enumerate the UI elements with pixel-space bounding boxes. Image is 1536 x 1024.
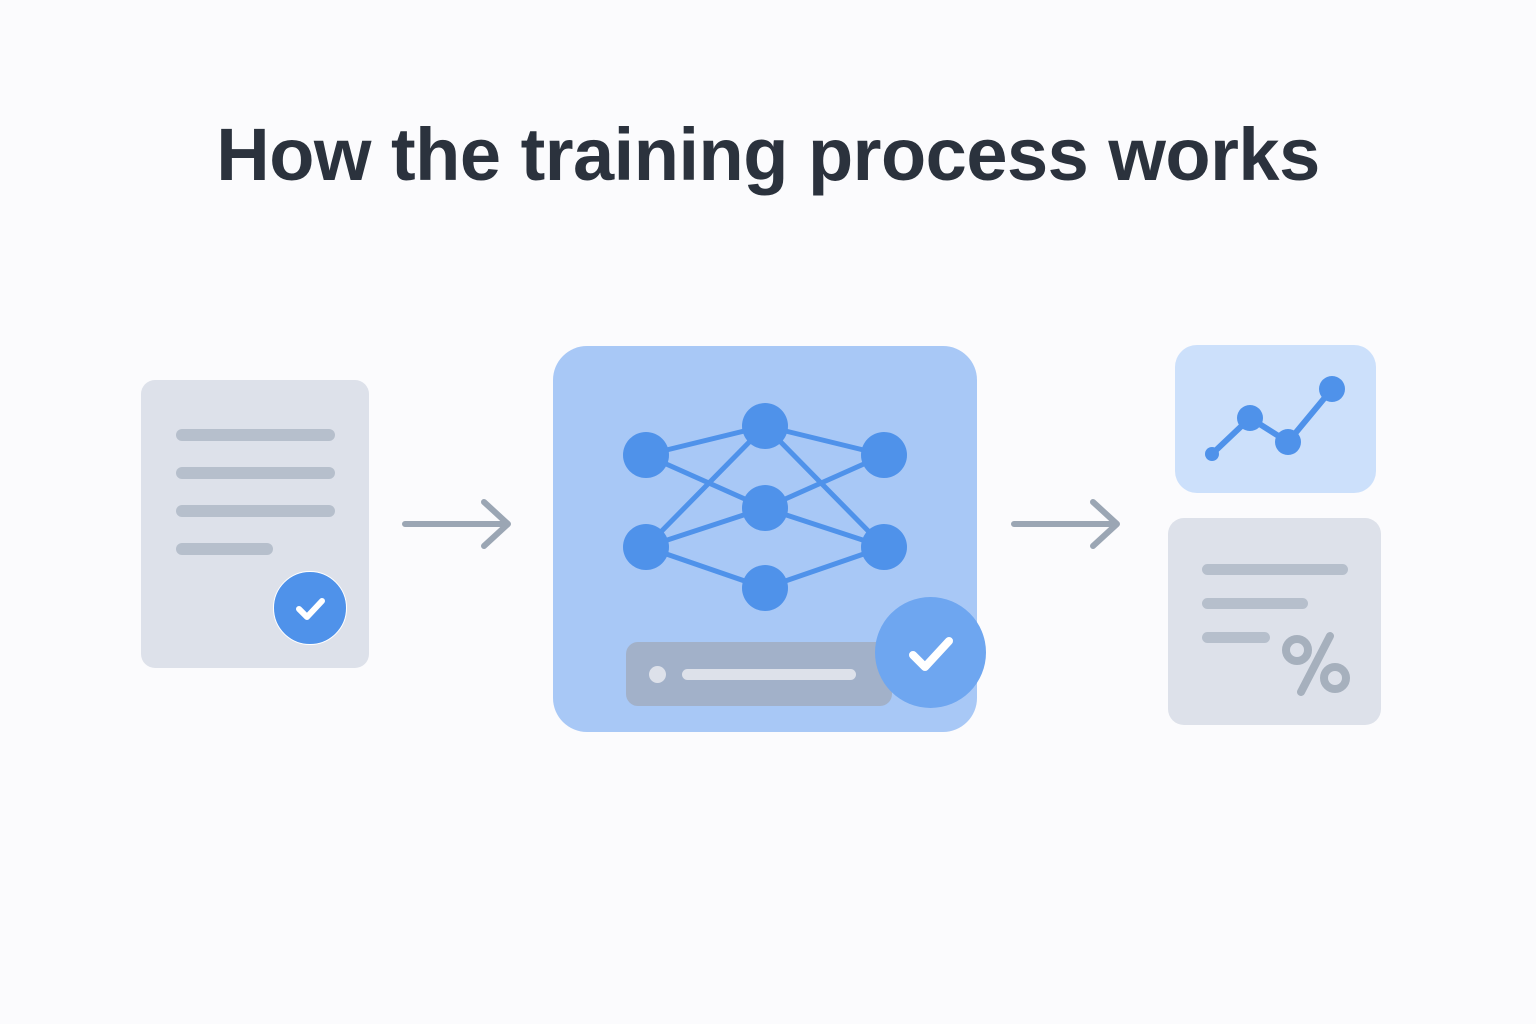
page-title: How the training process works: [216, 113, 1320, 196]
arrow-right-icon: [400, 496, 516, 557]
progress-bar-icon: [626, 642, 892, 706]
line-chart-icon: [1205, 376, 1345, 461]
text-line: [1202, 564, 1348, 575]
text-line: [176, 543, 273, 555]
line-chart-card: [1175, 345, 1376, 493]
arrow-right-icon: [1009, 496, 1125, 557]
check-circle-icon: [273, 571, 347, 645]
input-document-card: [141, 380, 369, 668]
text-line: [1202, 632, 1270, 643]
report-card: [1168, 518, 1381, 725]
text-line: [176, 467, 335, 479]
text-line: [1202, 598, 1308, 609]
text-line: [176, 505, 335, 517]
progress-track: [682, 669, 856, 680]
percent-icon: [1282, 632, 1350, 696]
check-circle-icon: [875, 597, 986, 708]
neural-network-icon: [553, 346, 977, 737]
text-line: [176, 429, 335, 441]
progress-dot: [649, 666, 666, 683]
